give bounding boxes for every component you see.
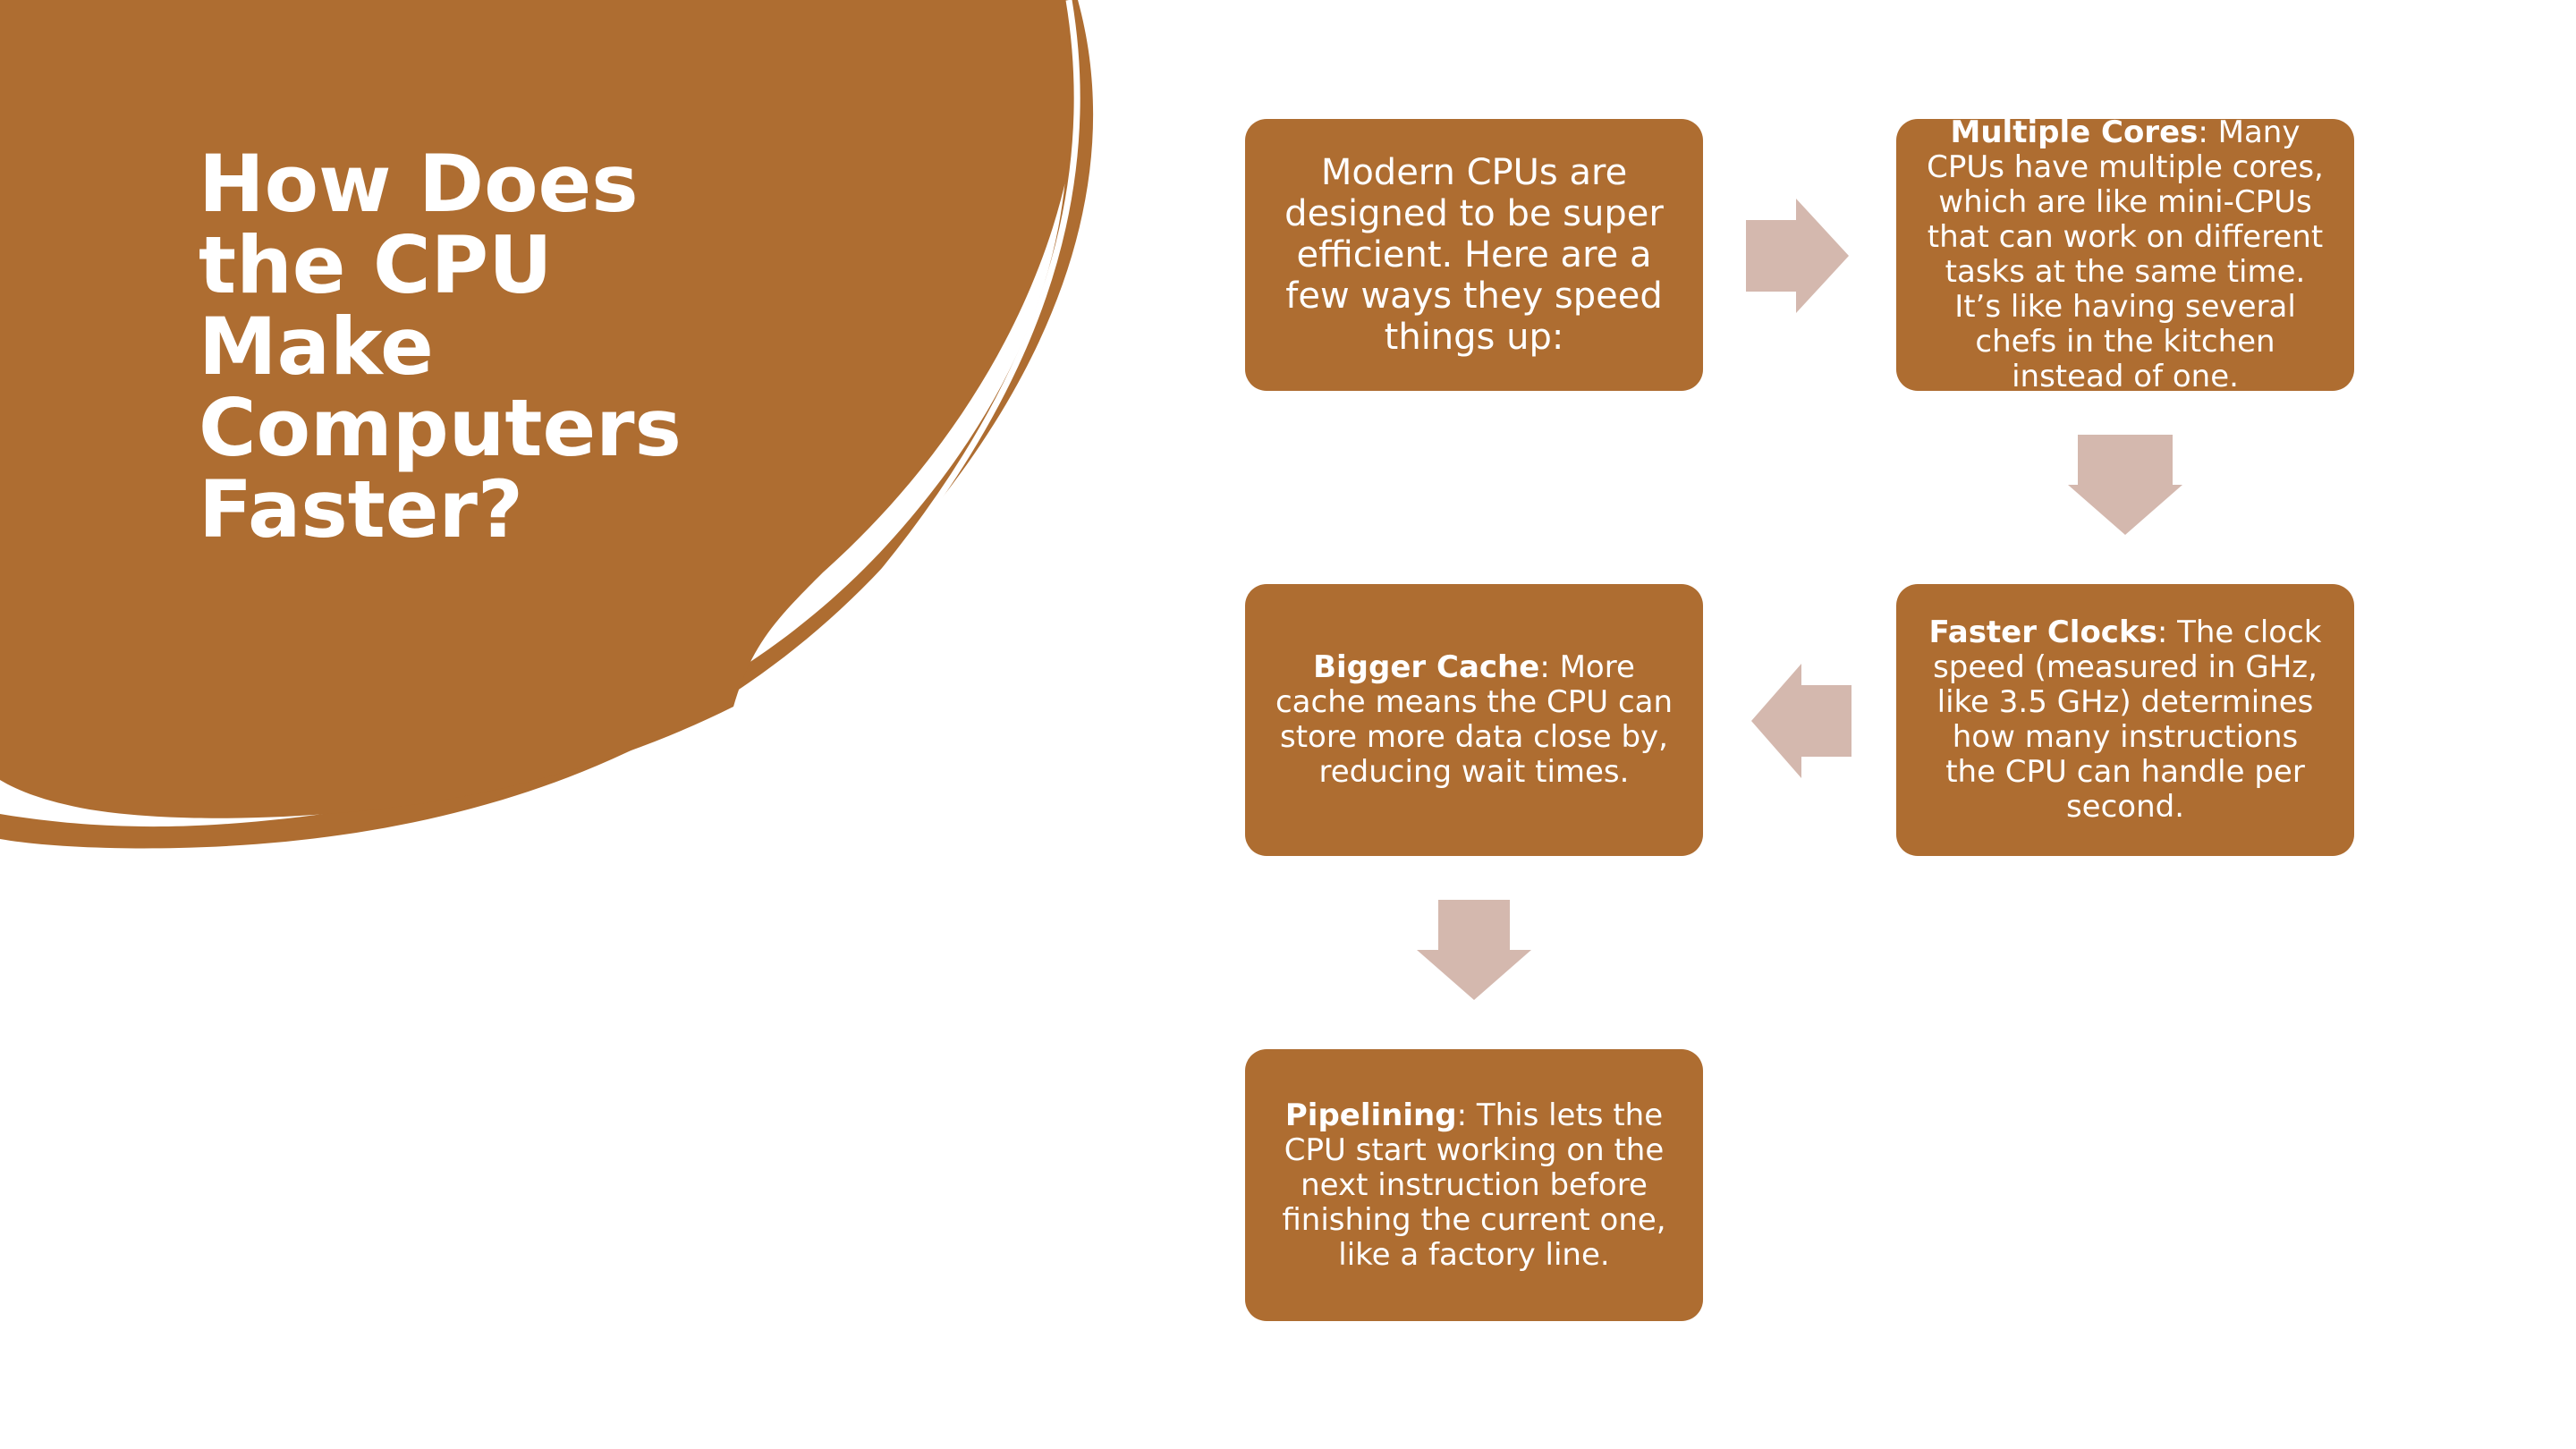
box-heading: Bigger Cache (1313, 649, 1540, 685)
text-line: Modern CPUs are (1320, 152, 1628, 193)
text-line: cache means the CPU can (1275, 684, 1674, 720)
text-line: like a factory line. (1338, 1236, 1610, 1273)
text-line: Multiple Cores: Many (1896, 119, 2354, 150)
bigger-cache-text: Bigger Cache: More cache means the CPU c… (1245, 650, 1703, 790)
multiple-cores-box: Multiple Cores: Many CPUs have multiple … (1896, 119, 2354, 391)
text-line: CPUs have multiple cores, (1927, 149, 2324, 185)
heading-suffix: : Many (2198, 119, 2301, 150)
text-line: tasks at the same time. (1945, 254, 2306, 290)
heading-suffix: : The clock (2157, 614, 2322, 650)
text-line: chefs in the kitchen (1975, 324, 2275, 360)
text-line: It’s like having several (1954, 289, 2296, 325)
bigger-cache-box: Bigger Cache: More cache means the CPU c… (1245, 584, 1703, 856)
heading-suffix: : More (1539, 649, 1635, 685)
blob-fill (0, 0, 1081, 818)
text-line: few ways they speed (1285, 275, 1663, 317)
title-line: Computers (199, 382, 682, 474)
text-line: instead of one. (2012, 359, 2239, 392)
arrow-down-icon (1417, 900, 1531, 1000)
pipelining-text: Pipelining: This lets the CPU start work… (1245, 1097, 1703, 1273)
text-line: Pipelining: This lets the (1245, 1097, 1703, 1133)
text-line: designed to be super (1284, 193, 1664, 234)
text-line: CPU start working on the (1284, 1131, 1665, 1168)
text-line: that can work on different (1927, 219, 2324, 255)
text-line: like 3.5 GHz) determines (1936, 684, 2314, 720)
text-line: finishing the current one, (1282, 1201, 1666, 1238)
title-line: How Does (199, 138, 639, 230)
arrow-left-icon (1751, 664, 1852, 778)
text-line: next instruction before (1301, 1166, 1648, 1203)
heading-suffix: : This lets the (1456, 1097, 1664, 1133)
title-line: Faster? (199, 463, 523, 555)
box-heading: Faster Clocks (1928, 614, 2157, 650)
text-line: which are like mini-CPUs (1938, 184, 2312, 220)
blob-swoosh (834, 0, 1080, 629)
faster-clocks-text: Faster Clocks: The clock speed (measured… (1896, 615, 2354, 825)
text-line: how many instructions (1952, 719, 2299, 755)
intro-box: Modern CPUs are designed to be super eff… (1245, 119, 1703, 391)
text-line: the CPU can handle per (1945, 754, 2305, 790)
page-title: How Does the CPU Make Computers Faster? (199, 143, 825, 550)
box-heading: Multiple Cores (1950, 119, 2199, 150)
text-line: Bigger Cache: More (1245, 650, 1703, 685)
text-line: efficient. Here are a (1296, 234, 1652, 275)
pipelining-box: Pipelining: This lets the CPU start work… (1245, 1049, 1703, 1321)
box-heading: Pipelining (1284, 1097, 1457, 1133)
text-line: things up: (1384, 317, 1564, 358)
faster-clocks-box: Faster Clocks: The clock speed (measured… (1896, 584, 2354, 856)
text-line: store more data close by, (1280, 719, 1668, 755)
text-line: speed (measured in GHz, (1933, 649, 2318, 685)
text-line: Faster Clocks: The clock (1896, 615, 2354, 650)
arrow-down-icon (2068, 435, 2182, 535)
text-line: reducing wait times. (1318, 754, 1630, 790)
multiple-cores-text: Multiple Cores: Many CPUs have multiple … (1896, 119, 2354, 391)
text-line: second. (2065, 789, 2185, 825)
intro-text: Modern CPUs are designed to be super eff… (1245, 152, 1703, 358)
title-line: Make (199, 301, 434, 393)
title-line: the CPU (199, 219, 553, 311)
arrow-right-icon (1746, 199, 1849, 313)
